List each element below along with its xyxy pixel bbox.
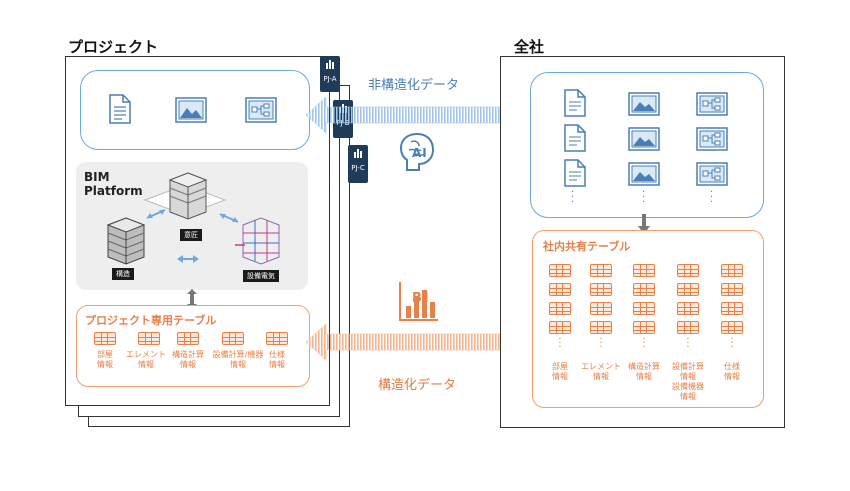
image-icon	[628, 162, 660, 186]
ai-label: AI	[412, 146, 428, 160]
image-icon	[175, 97, 207, 123]
diagram-file-icon	[696, 127, 728, 151]
project-table-box	[76, 305, 310, 387]
table-icon	[138, 332, 160, 345]
pj-a-tab[interactable]: PJ-A	[320, 56, 340, 92]
more-dots: ···	[571, 187, 575, 208]
project-table-title: プロジェクト専用テーブル	[85, 314, 217, 327]
diagram-file-icon	[696, 92, 728, 116]
sync-arrow-icon	[177, 255, 199, 263]
project-table-item: 設備計算/機器情報	[212, 350, 264, 369]
table-icon	[94, 332, 116, 345]
table-icon-column: ···	[677, 264, 699, 353]
mep-building-icon	[235, 217, 280, 265]
project-table-item: エレメント情報	[126, 350, 166, 369]
table-icon-column: ···	[721, 264, 743, 353]
company-title: 全社	[514, 38, 545, 56]
bi-chart-icon	[399, 282, 438, 321]
building-icon	[320, 59, 340, 69]
image-icon	[628, 127, 660, 151]
bim-title-line2: Platform	[84, 184, 143, 198]
table-icon-column: ···	[549, 264, 571, 353]
company-table-box	[532, 230, 764, 408]
structured-data-arrow	[306, 323, 536, 361]
bim-title-line1: BIM	[84, 170, 110, 184]
pj-c-tab[interactable]: PJ-C	[348, 145, 368, 183]
table-icon-column: ···	[633, 264, 655, 353]
sync-arrow-icon	[146, 209, 166, 219]
unstructured-data-label: 非構造化データ	[368, 78, 460, 93]
sync-arrow-icon	[219, 213, 239, 223]
more-dots: ···	[642, 187, 646, 208]
diagram-file-icon	[245, 97, 277, 123]
mep-model-label: 設備電気	[243, 270, 279, 282]
document-icon	[564, 124, 586, 152]
document-icon	[564, 159, 586, 187]
project-title: プロジェクト	[68, 38, 159, 56]
building-icon	[348, 148, 368, 158]
table-icon-column: ···	[590, 264, 612, 353]
diagram-file-icon	[696, 162, 728, 186]
company-table-item: エレメント情報	[581, 362, 621, 381]
table-icon	[177, 332, 199, 345]
structure-building-icon	[106, 217, 146, 265]
company-table-title: 社内共有テーブル	[543, 240, 631, 253]
image-icon	[628, 92, 660, 116]
pj-c-label: PJ-C	[351, 164, 365, 172]
more-dots: ···	[710, 187, 714, 208]
project-table-item: 構造計算情報	[172, 350, 204, 369]
table-icon	[222, 332, 244, 345]
ai-brain-icon	[399, 132, 435, 171]
unstructured-data-arrow	[306, 96, 536, 134]
pj-a-label: PJ-A	[323, 75, 337, 83]
design-building-icon	[143, 172, 227, 220]
company-table-item: 設備計算情報 設備機器情報	[672, 362, 704, 401]
table-icon	[266, 332, 288, 345]
design-model-label: 意匠	[180, 229, 202, 241]
structured-data-label: 構造化データ	[378, 378, 457, 393]
company-table-item: 仕様情報	[724, 362, 740, 381]
structure-model-label: 構造	[112, 268, 134, 280]
project-table-item: 部屋情報	[97, 350, 113, 369]
project-table-item: 仕様情報	[269, 350, 285, 369]
document-icon	[109, 94, 131, 124]
document-icon	[564, 89, 586, 117]
company-table-item: 構造計算情報	[628, 362, 660, 381]
company-table-item: 部屋情報	[552, 362, 568, 381]
bi-label: BI	[412, 291, 431, 306]
